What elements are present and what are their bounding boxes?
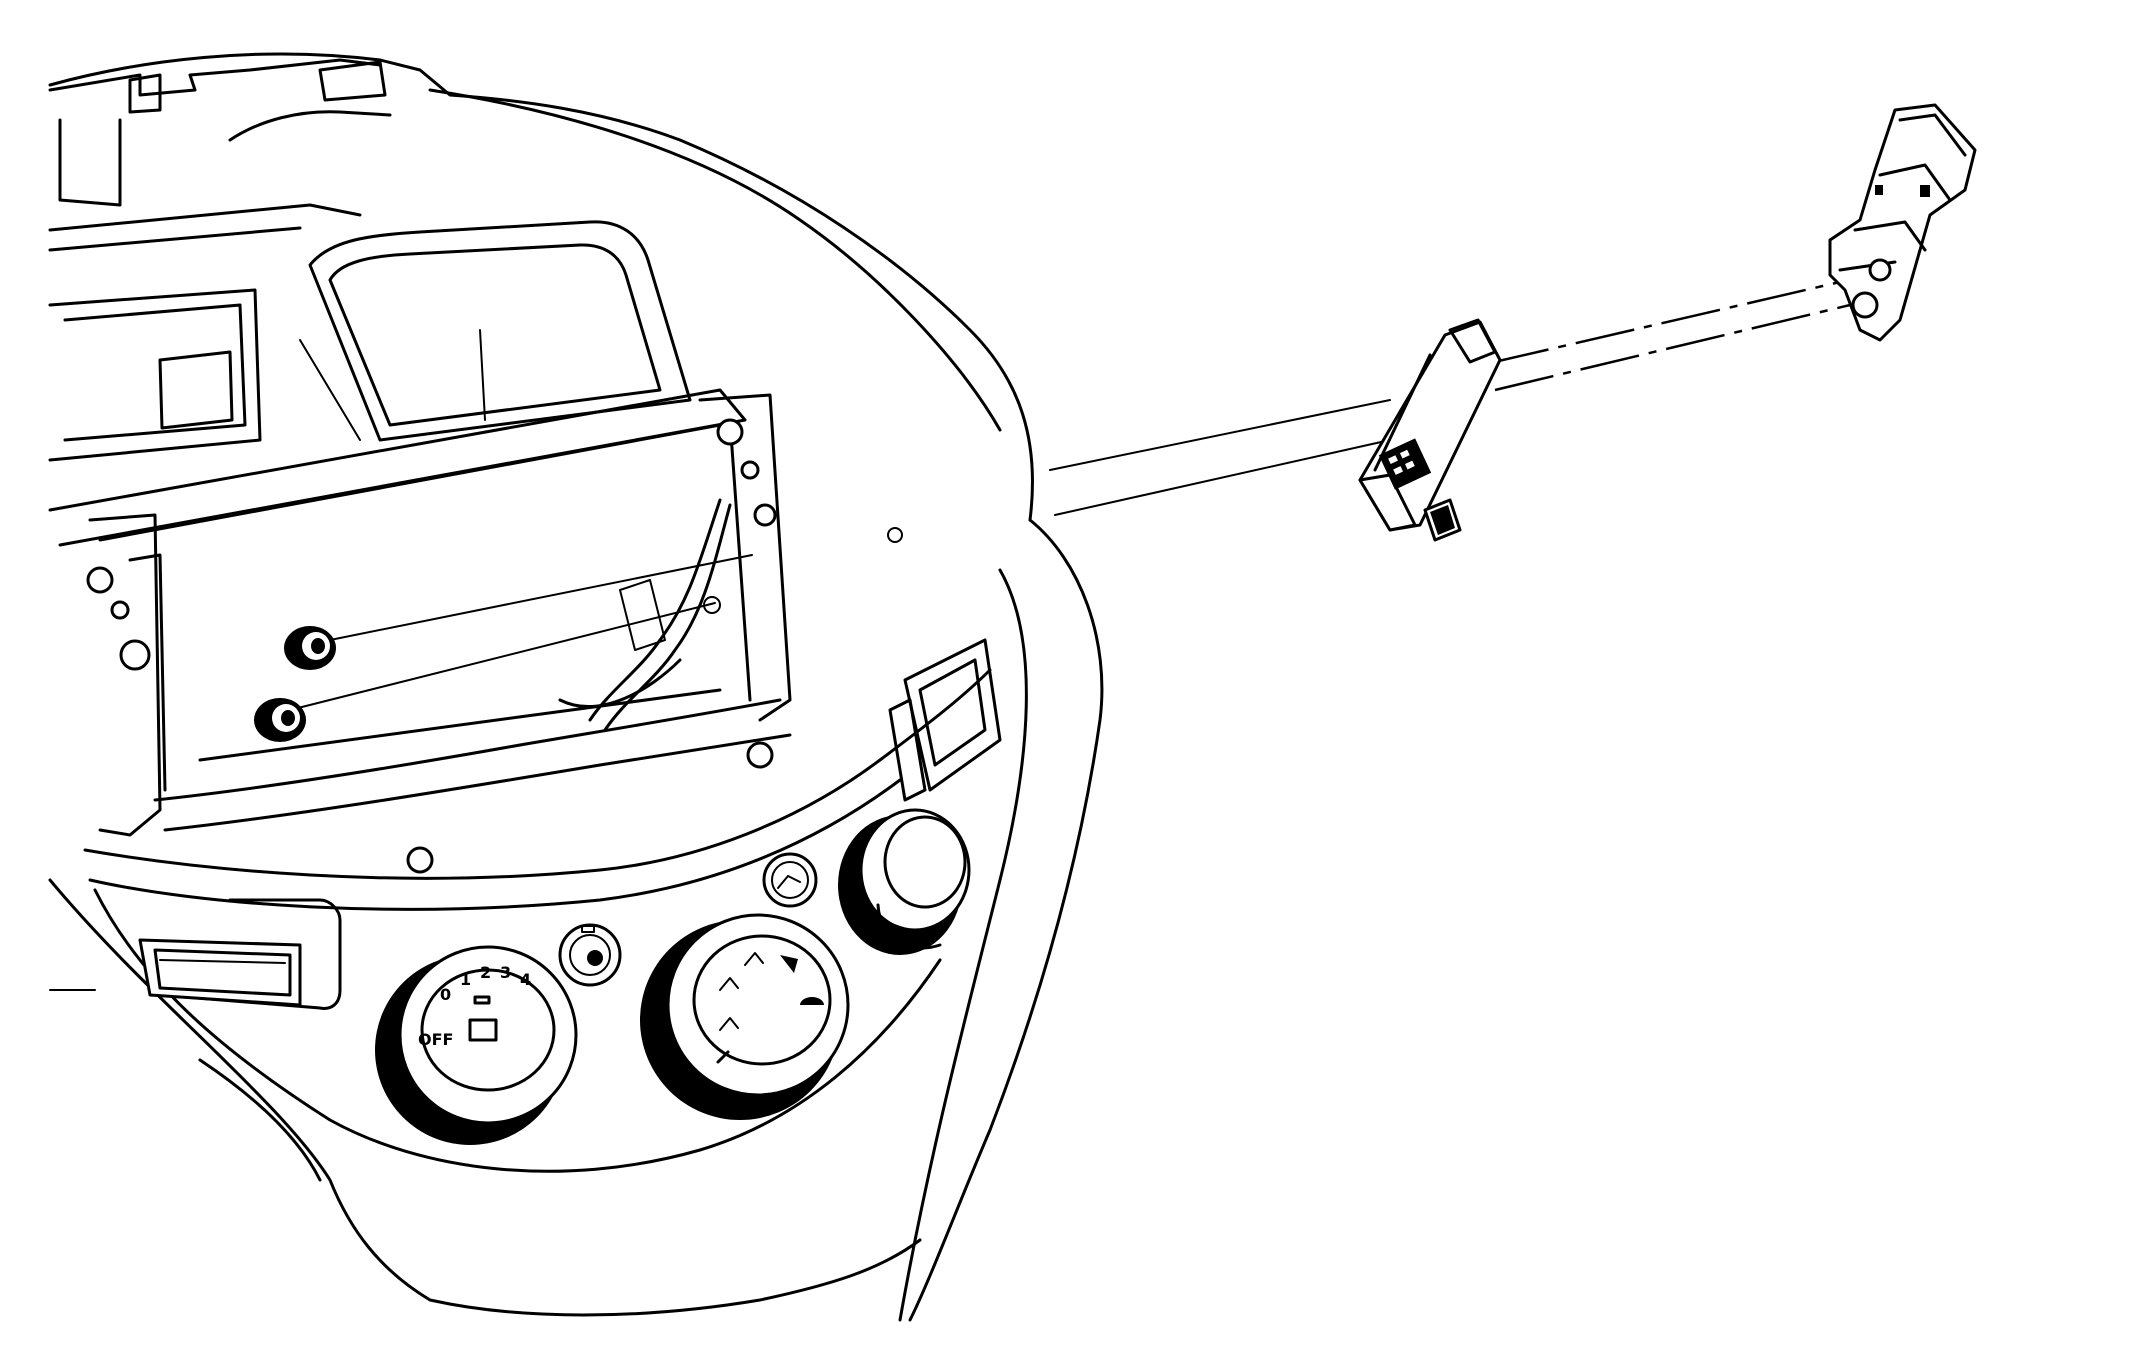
fan-mark-2: 2 xyxy=(480,963,491,982)
alignment-line-dashed-lower xyxy=(1494,303,1851,392)
fan-mark-0: 0 xyxy=(440,985,451,1004)
vent-floor-icon xyxy=(719,1017,739,1031)
alignment-line-lower xyxy=(289,602,716,711)
vent-bilevel-icon xyxy=(744,952,764,966)
radio-mounting-bracket xyxy=(48,388,903,874)
alignment-line-main xyxy=(1054,439,1391,516)
fan-speed-knob: 0 1 2 3 4 OFF xyxy=(375,945,578,1145)
fan-mark-4: 4 xyxy=(520,970,531,989)
bracket-screw-lower xyxy=(1851,291,1879,319)
hvac-controls: 0 1 2 3 4 OFF xyxy=(375,808,971,1145)
windshield-defrost-icon xyxy=(800,997,824,1005)
fan-mark-3: 3 xyxy=(500,963,511,982)
bracket-screw-upper xyxy=(1868,258,1892,282)
alignment-line-main-upper xyxy=(1049,399,1391,471)
vent-face-icon xyxy=(719,977,739,991)
wiring-harness xyxy=(558,498,732,732)
defrost-icon xyxy=(468,1018,498,1042)
ac-button xyxy=(558,923,622,987)
fan-pointer-icon xyxy=(473,995,491,1005)
ac-snowflake-icon xyxy=(587,950,603,966)
nut-upper xyxy=(284,626,336,670)
nut-lower xyxy=(254,698,306,742)
center-stack-faceplate xyxy=(83,668,992,1173)
upper-dash-structure xyxy=(48,58,392,462)
right-air-vent xyxy=(888,638,1002,802)
alignment-line-dashed-upper xyxy=(1489,280,1841,365)
storage-bin xyxy=(299,220,692,442)
ac-indicator-icon xyxy=(581,925,595,933)
fastener-nuts xyxy=(254,554,753,742)
bracket-slot xyxy=(1920,185,1930,197)
instrument-panel-shell xyxy=(48,52,1104,1322)
mode-pointer xyxy=(716,1050,730,1064)
recirculation-button xyxy=(762,852,818,908)
exploded-view-alignment xyxy=(1049,280,1851,516)
temperature-knob xyxy=(838,808,971,955)
module-mounting-bracket xyxy=(1828,103,1977,342)
bracket-slot-2 xyxy=(1875,185,1883,195)
recirculation-icon xyxy=(777,875,801,889)
electronic-module xyxy=(1358,318,1502,542)
fan-mark-1: 1 xyxy=(460,970,471,989)
alignment-line-upper xyxy=(329,554,753,641)
mode-selector-knob xyxy=(640,913,850,1120)
defrost-floor-icon xyxy=(780,955,798,973)
fan-off-label: OFF xyxy=(418,1030,453,1049)
